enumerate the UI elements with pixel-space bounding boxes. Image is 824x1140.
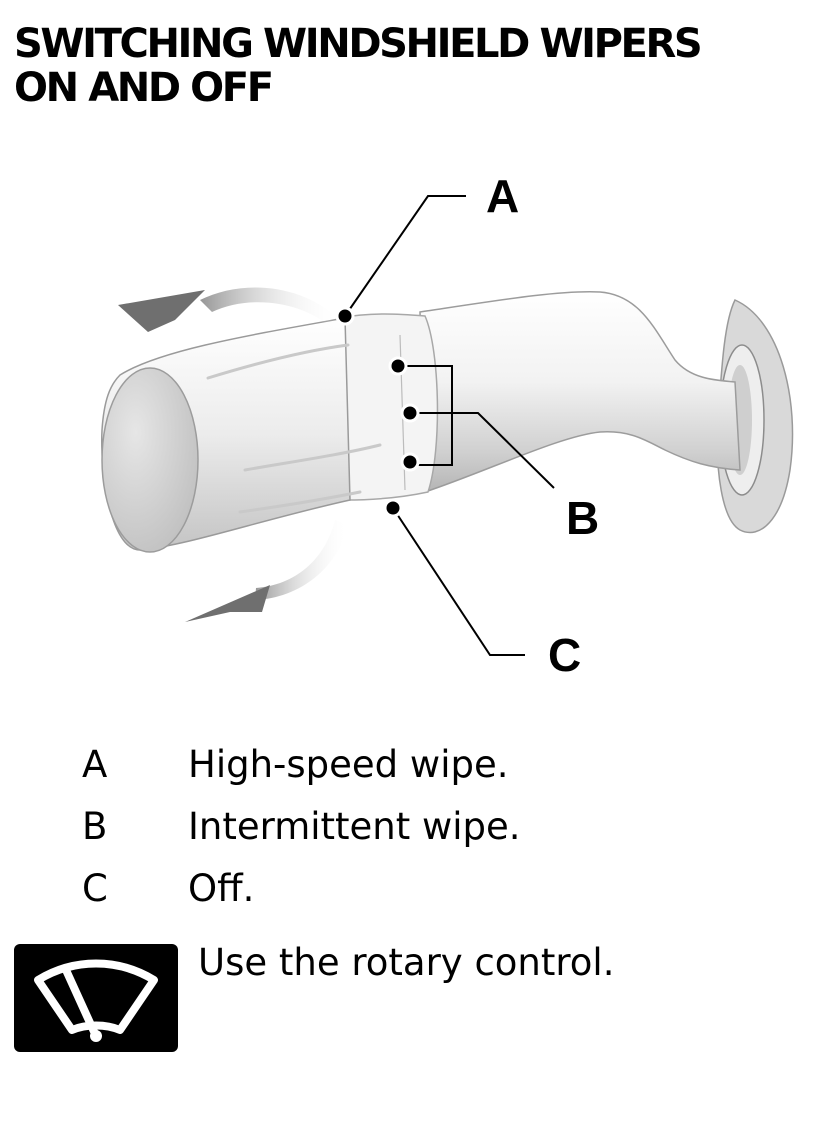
page-title: SWITCHING WINDSHIELD WIPERS ON AND OFF [14, 22, 814, 110]
rotation-arrow-top [118, 287, 340, 332]
callout-dot-b-3 [400, 452, 420, 472]
stalk-arm [419, 291, 741, 494]
callout-label-a: A [486, 170, 519, 222]
legend-row: A High-speed wipe. [0, 740, 824, 790]
legend-key: C [82, 867, 108, 910]
rotation-arrow-bottom [185, 520, 348, 622]
knob-end-cap [101, 367, 199, 553]
rotary-control-instruction: Use the rotary control. [198, 941, 615, 984]
callout-dot-c [383, 498, 403, 518]
title-line-2: ON AND OFF [14, 65, 274, 111]
collar-ring [339, 313, 439, 501]
knob-grip-ridges [206, 343, 382, 514]
callout-label-c: C [548, 629, 581, 681]
callout-dot-a [335, 306, 355, 326]
legend-key: A [82, 743, 108, 786]
callout-label-b: B [566, 492, 599, 544]
legend-description: High-speed wipe. [188, 743, 509, 786]
legend-description: Off. [188, 867, 255, 910]
legend-row: B Intermittent wipe. [0, 802, 824, 852]
callout-dot-b-1 [388, 356, 408, 376]
callout-leaders [344, 195, 555, 656]
callout-dots [335, 306, 420, 518]
wiper-stalk-illustration: A B C [101, 170, 794, 681]
legend-row: C Off. [0, 864, 824, 914]
windshield-wiper-icon [14, 944, 178, 1052]
legend-description: Intermittent wipe. [188, 805, 521, 848]
legend-key: B [82, 805, 108, 848]
title-line-1: SWITCHING WINDSHIELD WIPERS [14, 21, 703, 67]
callout-dot-b-2 [400, 403, 420, 423]
